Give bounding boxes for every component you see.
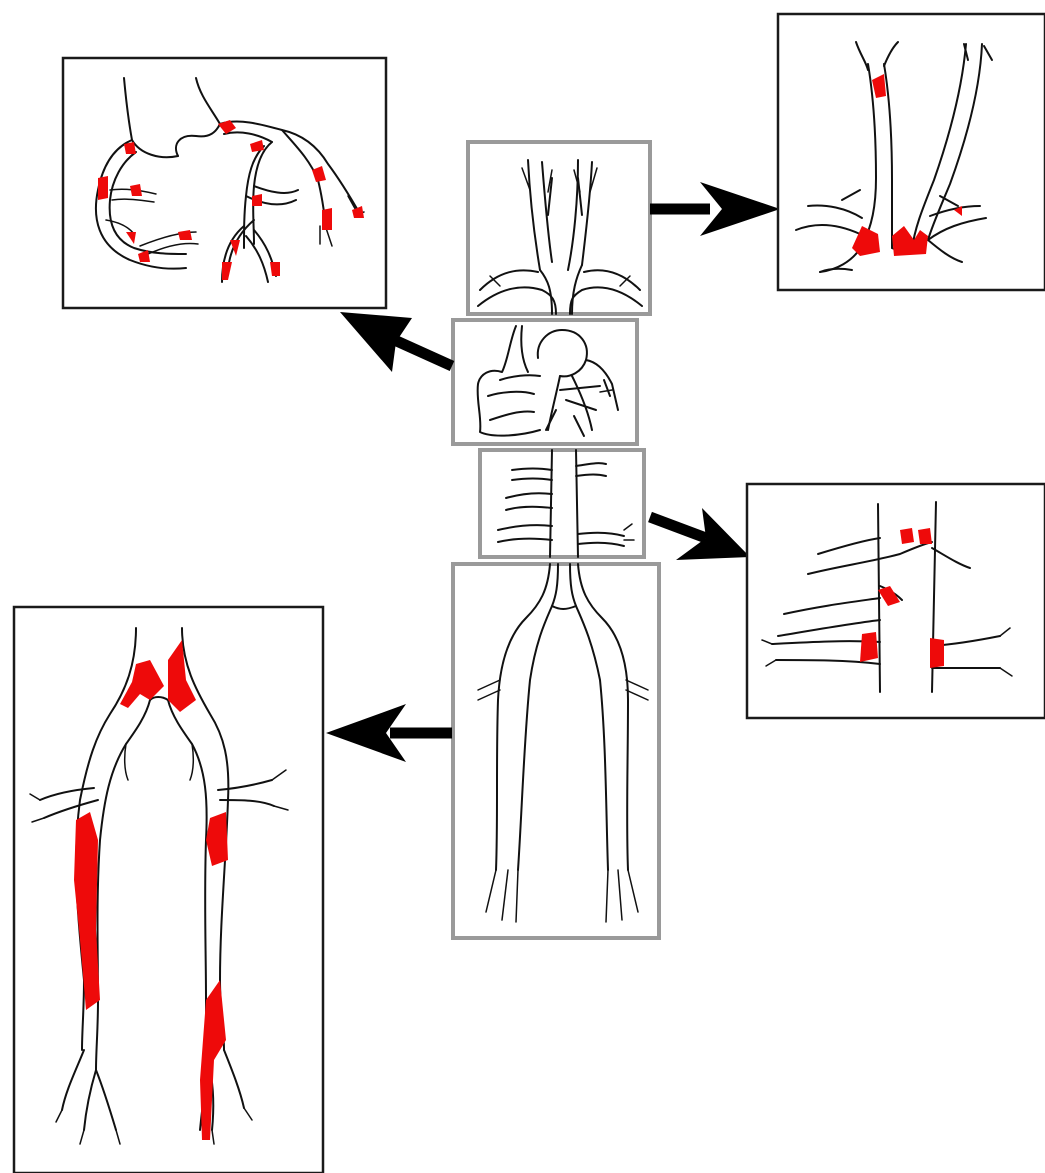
body-section-heart <box>453 320 637 444</box>
body-section-iliofemoral <box>453 564 659 938</box>
arrow-to-carotid <box>650 182 780 236</box>
iliofemoral-detail-panel <box>14 607 323 1173</box>
renal-detail-panel <box>747 484 1045 718</box>
arrow-to-coronary <box>340 312 452 372</box>
body-section-renal <box>480 450 644 557</box>
arrow-to-iliofemoral <box>326 704 452 762</box>
arrow-to-renal <box>650 508 750 560</box>
body-section-carotid <box>468 142 650 314</box>
coronary-detail-panel <box>63 58 386 308</box>
carotid-detail-panel <box>778 14 1045 290</box>
central-arterial-tree <box>453 142 659 938</box>
